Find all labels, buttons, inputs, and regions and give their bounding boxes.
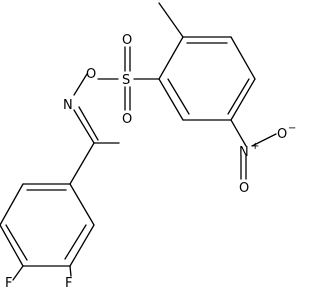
molecule-structure: S O O O N N + O O − F F [0,2,296,288]
bond [158,2,184,38]
nitro-oxygen-single-charge: − [288,123,296,134]
bond [230,36,256,80]
bond [5,224,28,261]
bond [12,265,24,281]
bond [73,73,88,96]
bond-lines [0,2,277,281]
nitro-oxygen-single-label: O [277,127,287,142]
bond [0,224,24,267]
bond [251,133,277,147]
bond [227,78,250,115]
atom-labels: S O O O N N + O O − F F [5,33,296,288]
bond [69,224,95,267]
bond [167,78,190,115]
bond [69,142,95,185]
bond [158,78,184,121]
nitro-nitrogen-charge: + [251,141,259,152]
bond [78,106,99,141]
imine-nitrogen-label: N [63,98,73,113]
fluorine-para-label: F [5,276,12,288]
bond [230,78,256,121]
nitro-nitrogen-label: N [239,145,249,160]
ester-oxygen-label: O [86,67,96,82]
nitro-oxygen-double-label: O [239,181,249,196]
fluorine-meta-label: F [65,276,72,288]
bond [69,183,95,226]
bond [158,36,184,80]
bond [0,183,24,226]
sulfur-label: S [122,73,130,88]
sulfonyl-oxygen-top-label: O [122,33,132,48]
bond [73,109,95,144]
bond [64,224,87,260]
bond [230,119,247,147]
sulfonyl-oxygen-bottom-label: O [122,112,132,127]
bond [69,265,72,277]
